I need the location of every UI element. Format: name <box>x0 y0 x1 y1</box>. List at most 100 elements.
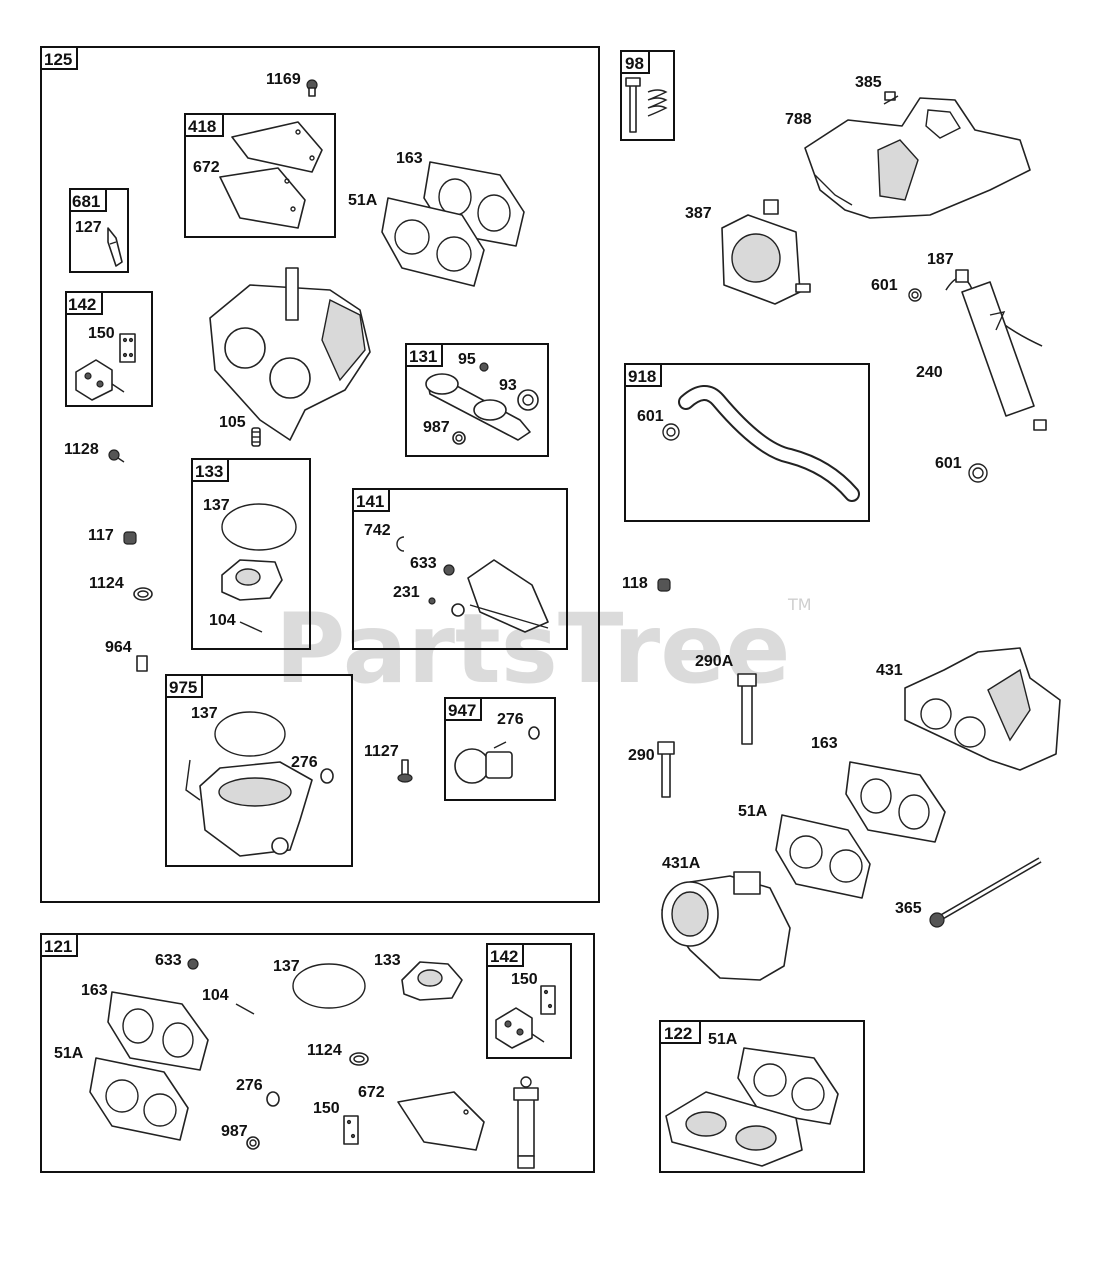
clamp-601-in-918[interactable] <box>662 423 680 441</box>
fuel-pump-387[interactable] <box>721 199 811 305</box>
fuel-filter-240[interactable] <box>955 269 1047 431</box>
group-975[interactable]: 975 <box>165 674 353 867</box>
label-276-in-121: 276 <box>236 1077 263 1094</box>
group-681[interactable]: 681 <box>69 188 129 273</box>
bracket-788[interactable] <box>804 97 1031 219</box>
gasket-51A-right[interactable] <box>775 814 871 899</box>
group-98-label: 98 <box>625 54 644 73</box>
label-118: 118 <box>622 575 648 592</box>
group-133-label: 133 <box>195 462 223 481</box>
label-163-upper: 163 <box>396 150 423 167</box>
washer-1124[interactable] <box>133 587 153 601</box>
seal-987-in-121[interactable] <box>246 1136 260 1150</box>
oring-137-in-121[interactable] <box>292 963 366 1009</box>
plug-118[interactable] <box>657 578 671 592</box>
label-276-in-975: 276 <box>291 754 318 771</box>
label-276-in-947: 276 <box>497 711 524 728</box>
label-187: 187 <box>927 251 954 268</box>
spacer-122[interactable] <box>665 1091 803 1167</box>
bolt-290[interactable] <box>657 741 675 798</box>
group-975-label: 975 <box>169 678 197 697</box>
hose-187[interactable] <box>945 277 1043 347</box>
fuel-solenoid-947[interactable] <box>454 741 513 784</box>
clip-742[interactable] <box>396 536 405 552</box>
pin-104-in-121[interactable] <box>235 1003 255 1015</box>
group-121[interactable]: 121 <box>40 933 595 1173</box>
float-133-in-121[interactable] <box>401 961 463 1001</box>
gasket-163-right[interactable] <box>845 761 946 843</box>
seal-633-in-121[interactable] <box>187 958 199 970</box>
carburetor-body[interactable] <box>209 267 371 441</box>
seal-276-in-947[interactable] <box>528 726 540 740</box>
screw-1169[interactable] <box>306 79 318 97</box>
solenoid-142-upper[interactable] <box>75 359 125 401</box>
group-141[interactable]: 141 <box>352 488 568 650</box>
group-142-lower[interactable]: 142 <box>486 943 572 1059</box>
label-431: 431 <box>876 662 903 679</box>
group-918-label: 918 <box>628 367 656 386</box>
label-601-upper: 601 <box>871 277 898 294</box>
label-601-in-918: 601 <box>637 408 664 425</box>
bolt-385[interactable] <box>883 91 899 105</box>
gasket-51A[interactable] <box>381 197 485 287</box>
float-133[interactable] <box>221 559 283 601</box>
clamp-601-lower[interactable] <box>968 463 988 483</box>
group-125[interactable]: 125 <box>40 46 600 903</box>
group-133[interactable]: 133 <box>191 458 311 650</box>
group-918[interactable]: 918 <box>624 363 870 522</box>
gasket-51A-in-121[interactable] <box>89 1057 189 1141</box>
oring-137-in-133[interactable] <box>221 503 297 551</box>
oring-137-in-975[interactable] <box>214 711 286 757</box>
plate-672-in-121[interactable] <box>397 1091 485 1151</box>
plate-418[interactable] <box>231 121 323 173</box>
adapter-431[interactable] <box>904 647 1061 771</box>
gasket-150-lower[interactable] <box>540 985 556 1015</box>
group-947[interactable]: 947 <box>444 697 556 801</box>
washer-1124-in-121[interactable] <box>349 1052 369 1066</box>
clamp-601-upper[interactable] <box>908 288 922 302</box>
group-122[interactable]: 122 <box>659 1020 865 1173</box>
seal-633-in-141[interactable] <box>443 564 455 576</box>
label-93: 93 <box>499 377 517 394</box>
group-418-label: 418 <box>188 117 216 136</box>
throttle-shaft-131[interactable] <box>425 373 531 441</box>
group-142-upper[interactable]: 142 <box>65 291 153 407</box>
solenoid-142-lower[interactable] <box>495 1007 545 1049</box>
screw-1127[interactable] <box>397 759 413 783</box>
screw-231[interactable] <box>428 597 436 605</box>
label-1127: 1127 <box>364 743 399 760</box>
gasket-163-in-121[interactable] <box>107 991 209 1071</box>
plug-117[interactable] <box>123 531 137 545</box>
pin-104-in-133[interactable] <box>239 621 263 633</box>
watermark-tm: TM <box>787 595 812 614</box>
screw-1128[interactable] <box>108 449 125 463</box>
bushing-93[interactable] <box>517 389 539 411</box>
gasket-150-in-121[interactable] <box>343 1115 359 1145</box>
group-131[interactable]: 131 <box>405 343 549 457</box>
plate-672[interactable] <box>219 167 306 229</box>
label-1128: 1128 <box>64 441 99 458</box>
seal-276-in-121[interactable] <box>266 1091 280 1107</box>
gasket-150-upper[interactable] <box>119 333 136 363</box>
screw-95[interactable] <box>479 362 489 372</box>
jet-127[interactable] <box>107 227 123 267</box>
jet-assembly-121[interactable] <box>513 1076 539 1169</box>
bolt-spring-98[interactable] <box>625 77 668 133</box>
choke-plate-141[interactable] <box>451 559 549 633</box>
seal-276-in-975[interactable] <box>320 768 334 784</box>
ring-987[interactable] <box>452 431 466 445</box>
label-51A-upper: 51A <box>348 192 378 209</box>
bolt-365[interactable] <box>929 857 1042 928</box>
label-987-in-121: 987 <box>221 1123 248 1140</box>
label-150-in-121: 150 <box>313 1100 340 1117</box>
gasket-51A-in-122[interactable] <box>737 1047 839 1125</box>
throttle-body-431A[interactable] <box>661 871 791 981</box>
bushing-964[interactable] <box>136 655 148 672</box>
bolt-290A[interactable] <box>737 673 757 745</box>
float-bowl-975[interactable] <box>185 759 313 857</box>
hose-918[interactable] <box>678 385 860 502</box>
spring-105[interactable] <box>251 427 261 447</box>
group-98[interactable]: 98 <box>620 50 675 141</box>
group-418[interactable]: 418 <box>184 113 336 238</box>
label-742: 742 <box>364 522 391 539</box>
